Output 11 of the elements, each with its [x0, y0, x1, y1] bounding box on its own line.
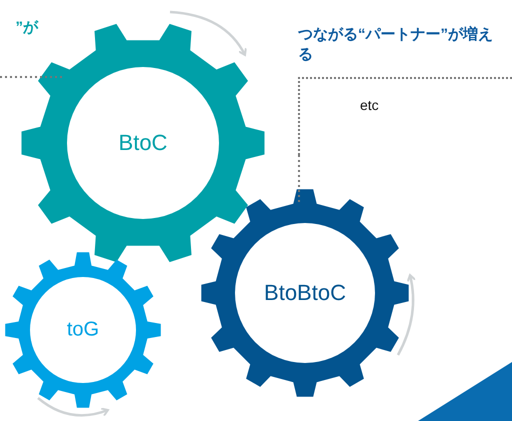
- gear-label: BtoC: [118, 130, 168, 156]
- gear-label: BtoBtoC: [264, 280, 346, 306]
- heading: つながる“パートナー”が増える: [298, 25, 494, 65]
- gear: [5, 252, 161, 408]
- gear: [201, 189, 409, 397]
- dotted-connector: [0, 76, 63, 78]
- heading: ”が: [14, 18, 38, 38]
- text-panel: [298, 25, 512, 155]
- gear-label: toG: [66, 318, 100, 342]
- dotted-connector: [298, 155, 300, 204]
- note-text: etc: [360, 97, 379, 113]
